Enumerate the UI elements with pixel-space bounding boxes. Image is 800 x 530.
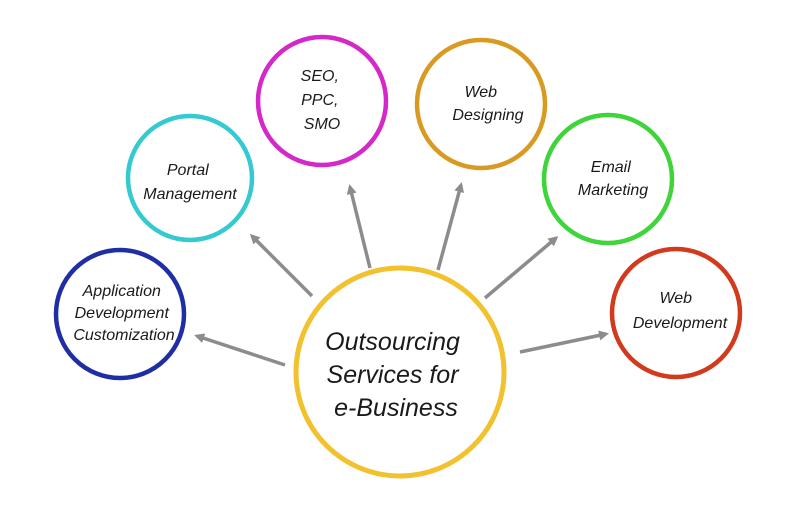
node-portal-management: Portal Management [125,113,255,243]
arrow-to-email-marketing [483,236,559,300]
label-portal-management: Portal Management [143,162,237,203]
ring-email-marketing [541,112,675,246]
label-seo-ppc-smo: SEO, PPC, SMO [301,68,344,133]
arrow-to-seo-ppc-smo [346,184,372,269]
label-web-designing: Web Designing [452,84,523,124]
node-application-development: Application Development Customization [53,247,187,381]
label-application-development: Application Development Customization [73,283,174,344]
label-line: Designing [452,107,523,124]
arrow-to-application-development [194,333,286,367]
node-web-development: Web Development [609,246,743,380]
label-line: Web [464,84,497,101]
center-line: Outsourcing [325,328,460,356]
label-line: Portal [167,162,209,179]
arrow-to-portal-management [249,233,314,298]
label-line: Customization [73,327,174,344]
label-line: Marketing [578,182,648,199]
node-seo-ppc-smo: SEO, PPC, SMO [255,34,389,168]
label-line: SEO, [301,68,339,85]
node-web-designing: Web Designing [414,37,548,171]
arrow-to-web-designing [436,182,464,271]
label-line: Development [75,305,170,322]
label-line: SMO [304,116,340,133]
label-line: Email [591,159,631,176]
center-line: Services for [327,361,461,389]
ring-web-development [609,246,743,380]
node-email-marketing: Email Marketing [541,112,675,246]
label-line: Web [659,290,692,307]
arrow-to-web-development [519,330,609,354]
label-center: Outsourcing Services for e-Business [325,328,467,422]
label-email-marketing: Email Marketing [578,159,648,199]
arrows [194,182,609,367]
center-node: Outsourcing Services for e-Business [293,265,507,479]
label-line: Application [82,283,161,300]
label-web-development: Web Development [633,290,728,332]
ring-center [293,265,507,479]
ring-application-development [53,247,187,381]
ring-portal-management [125,113,255,243]
label-line: PPC, [301,92,338,109]
center-line: e-Business [334,394,458,422]
ring-seo-ppc-smo [255,34,389,168]
label-line: Development [633,315,728,332]
label-line: Management [143,186,237,203]
ring-web-designing [414,37,548,171]
